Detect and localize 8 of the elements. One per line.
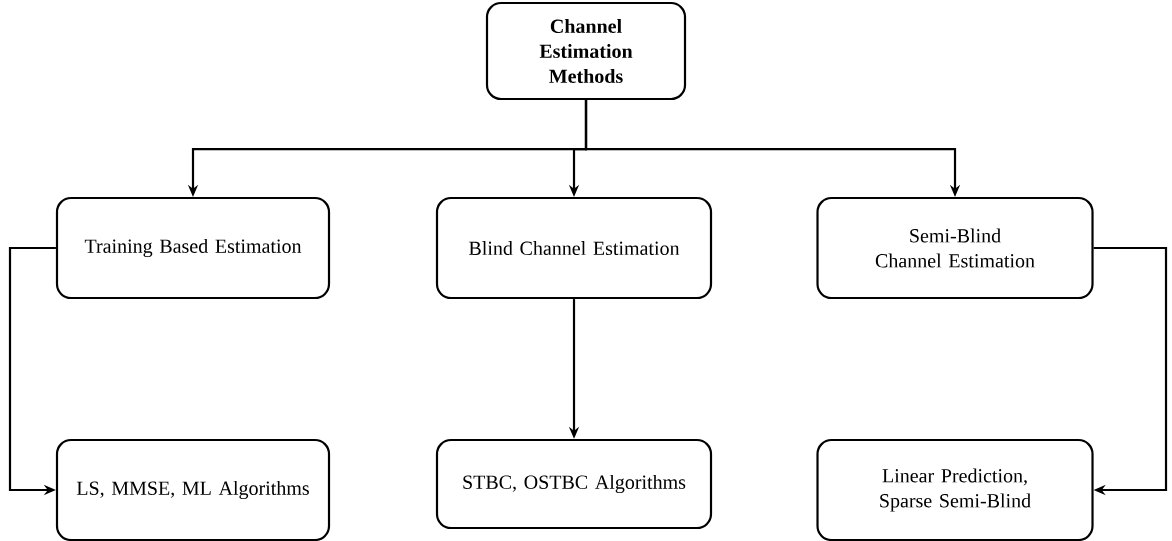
arrow (1093, 246, 1168, 496)
process-box: Blind Channel Estimation (435, 196, 713, 300)
process-box: LS, MMSE, ML Algorithms (55, 438, 331, 541)
process-box: Semi-Blind Channel Estimation (816, 196, 1094, 300)
process-box: STBC, OSTBC Algorithms (435, 438, 713, 530)
process-box: Training Based Estimation (55, 196, 331, 300)
process-box: Linear Prediction, Sparse Semi-Blind (816, 438, 1094, 541)
process-box: Channel Estimation Methods (485, 1, 687, 101)
